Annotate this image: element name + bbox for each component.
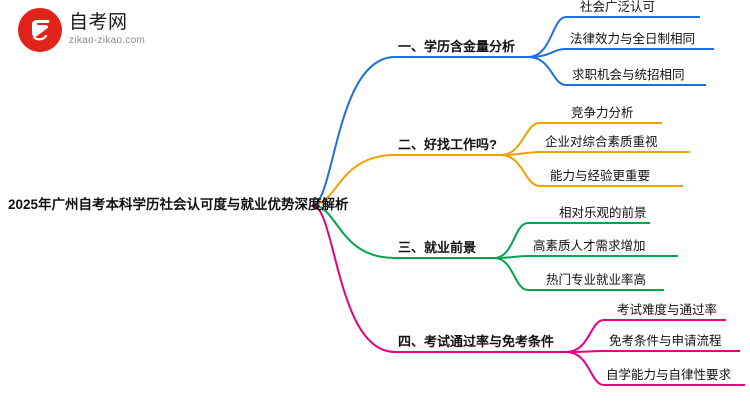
branch-2-child-2-label[interactable]: 企业对综合素质重视 [545,135,658,149]
branch-3-child-3-label[interactable]: 热门专业就业率高 [546,273,647,287]
connector-root-branch-3 [311,204,396,259]
connector-branch-4-child-1 [565,319,605,353]
branch-2-child-3-label[interactable]: 能力与经验更重要 [550,169,651,183]
connector-branch-1-child-1 [527,16,567,58]
branch-2-label[interactable]: 二、好找工作吗? [398,137,497,152]
branch-4-child-2-label[interactable]: 免考条件与申请流程 [609,334,722,348]
branch-4-label[interactable]: 四、考试通过率与免考条件 [398,334,555,349]
branch-3-child-2-label[interactable]: 高素质人才需求增加 [533,239,646,253]
logo-text: 自考网 zikao-zikao.com [69,13,145,46]
connector-root-branch-1 [311,56,396,206]
branch-4-child-1-label[interactable]: 考试难度与通过率 [617,303,718,317]
branch-4-child-3-label[interactable]: 自学能力与自律性要求 [606,368,732,382]
branch-1-child-3-label[interactable]: 求职机会与统招相同 [572,68,685,82]
branch-3-label[interactable]: 三、就业前景 [398,240,477,255]
connector-branch-1-child-2 [527,48,567,58]
connector-branch-2-child-1 [499,122,541,156]
logo-swoosh-icon [18,8,62,52]
connector-branch-3-child-3 [493,257,529,291]
branch-1-child-2-label[interactable]: 法律效力与全日制相同 [570,32,696,46]
branch-1-child-1-label[interactable]: 社会广泛认可 [580,0,656,14]
site-logo[interactable]: 自考网 zikao-zikao.com [18,8,145,52]
connector-branch-3-child-1 [493,222,529,259]
branch-2-child-1-label[interactable]: 竞争力分析 [571,106,634,120]
connector-root-branch-2 [311,154,396,206]
connector-branch-2-child-3 [499,154,541,187]
mindmap-root-label: 2025年广州自考本科学历社会认可度与就业优势深度解析 [8,197,349,213]
logo-brand: 自考网 [69,12,128,34]
connector-branch-1-child-3 [527,56,567,86]
connector-root-branch-4 [311,204,396,353]
logo-domain: zikao-zikao.com [69,35,146,47]
connector-branch-4-child-3 [565,351,605,386]
branch-1-label[interactable]: 一、学历含金量分析 [398,39,516,54]
branch-3-child-1-label[interactable]: 相对乐观的前景 [559,206,647,220]
